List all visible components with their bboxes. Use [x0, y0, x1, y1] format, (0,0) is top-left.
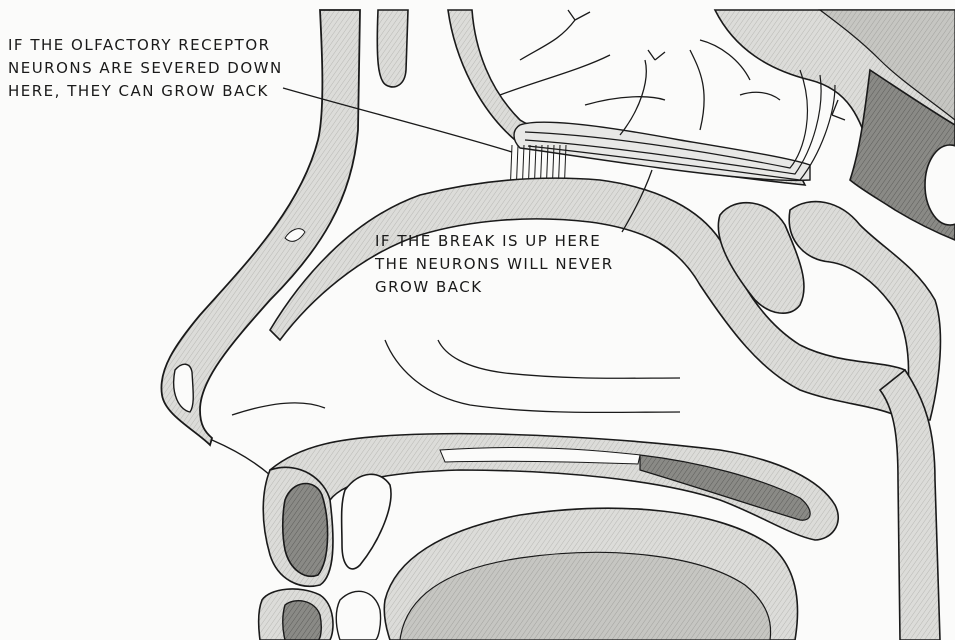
annotation-regrow-line-3: HERE, THEY CAN GROW BACK [8, 80, 283, 103]
annotation-no-regrow-line-2: THE NEURONS WILL NEVER [375, 253, 614, 276]
gum-tissue [342, 474, 391, 569]
annotation-regrow-line-2: NEURONS ARE SEVERED DOWN [8, 57, 283, 80]
annotation-no-regrow-line-1: IF THE BREAK IS UP HERE [375, 230, 614, 253]
annotation-no-regrow: IF THE BREAK IS UP HERE THE NEURONS WILL… [375, 230, 614, 299]
frontal-bone-segment [377, 10, 408, 87]
lower-incisor [283, 601, 322, 640]
olfactory-bulb [514, 122, 810, 180]
turbinate-lines [232, 340, 680, 415]
annotation-regrow-line-1: IF THE OLFACTORY RECEPTOR [8, 34, 283, 57]
upper-lip-line [212, 440, 270, 475]
upper-incisor [283, 484, 328, 577]
annotation-no-regrow-line-3: GROW BACK [375, 276, 614, 299]
lower-gum [336, 591, 380, 640]
annotation-regrow: IF THE OLFACTORY RECEPTOR NEURONS ARE SE… [8, 34, 283, 103]
